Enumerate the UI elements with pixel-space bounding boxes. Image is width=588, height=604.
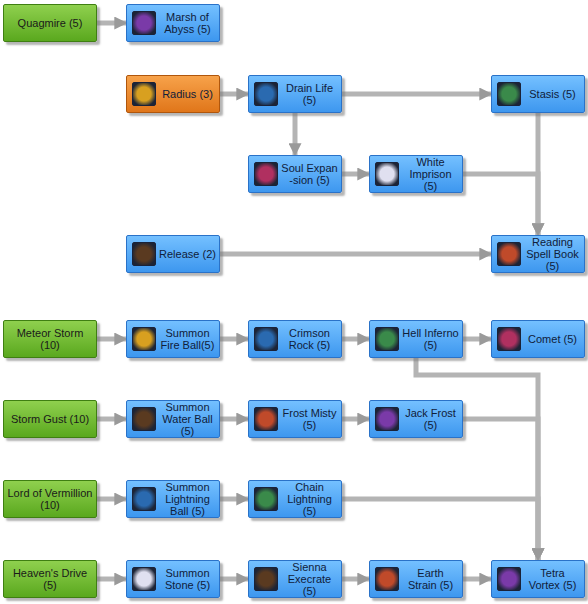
prerequisite-arrow [463, 419, 538, 560]
skill-name: Radius (3) [156, 88, 219, 100]
prerequisite-arrow [342, 92, 491, 97]
skill-name: Jack Frost (5) [399, 407, 462, 431]
prerequisite-arrow [342, 417, 369, 422]
base-skill-box: Radius (3) [126, 75, 220, 113]
prerequisite-arrow [220, 92, 248, 97]
skill-name: Frost Misty (5) [278, 407, 341, 431]
skill-name: Stasis (5) [521, 88, 584, 100]
prerequisite-arrow [97, 497, 126, 502]
skill-name: Reading Spell Book (5) [521, 236, 584, 272]
skill-box: Jack Frost (5) [369, 400, 463, 438]
prerequisite-arrow [416, 358, 538, 560]
skill-icon [132, 82, 156, 106]
prerequisite-arrow [97, 21, 126, 26]
skill-icon [254, 567, 278, 591]
job-skill-box: Heaven's Drive (5) [3, 560, 97, 598]
skill-name: Quagmire (5) [4, 17, 96, 29]
prerequisite-arrow [97, 577, 126, 582]
skill-name: Summon Lightning Ball (5) [156, 481, 219, 517]
skill-box: Crimson Rock (5) [248, 320, 342, 358]
prerequisite-arrow [220, 337, 248, 342]
skill-name: Tetra Vortex (5) [521, 567, 584, 591]
prerequisite-arrow [342, 172, 369, 177]
skill-box: Earth Strain (5) [369, 560, 463, 598]
skill-icon [254, 82, 278, 106]
prerequisite-arrow [220, 417, 248, 422]
skill-name: Release (2) [156, 248, 219, 260]
job-skill-box: Lord of Vermillion (10) [3, 480, 97, 518]
skill-name: Summon Water Ball (5) [156, 401, 219, 437]
skill-icon [254, 487, 278, 511]
skill-name: Sienna Execrate (5) [278, 561, 341, 597]
job-skill-box: Quagmire (5) [3, 4, 97, 42]
prerequisite-arrow [220, 252, 491, 257]
prerequisite-arrow [293, 113, 298, 155]
skill-box: Chain Lightning (5) [248, 480, 342, 518]
skill-box: Soul Expan -sion (5) [248, 155, 342, 193]
prerequisite-arrow [463, 174, 538, 235]
skill-box: Tetra Vortex (5) [491, 560, 585, 598]
skill-box: Drain Life (5) [248, 75, 342, 113]
skill-icon [132, 327, 156, 351]
skill-box: Reading Spell Book (5) [491, 235, 585, 273]
skill-name: Comet (5) [521, 333, 584, 345]
skill-name: Crimson Rock (5) [278, 327, 341, 351]
skill-name: Hell Inferno (5) [399, 327, 462, 351]
prerequisite-arrow [97, 337, 126, 342]
prerequisite-arrow [342, 337, 369, 342]
skill-icon [132, 242, 156, 266]
skill-box: Summon Water Ball (5) [126, 400, 220, 438]
skill-name: Marsh of Abyss (5) [156, 11, 219, 35]
skill-box: Summon Lightning Ball (5) [126, 480, 220, 518]
skill-box: Sienna Execrate (5) [248, 560, 342, 598]
skill-icon [497, 567, 521, 591]
job-skill-box: Meteor Storm (10) [3, 320, 97, 358]
skill-box: Frost Misty (5) [248, 400, 342, 438]
skill-box: Hell Inferno (5) [369, 320, 463, 358]
skill-box: Release (2) [126, 235, 220, 273]
skill-name: Chain Lightning (5) [278, 481, 341, 517]
skill-name: Meteor Storm (10) [4, 327, 96, 351]
skill-icon [132, 407, 156, 431]
skill-icon [375, 162, 399, 186]
skill-name: Drain Life (5) [278, 82, 341, 106]
skill-icon [132, 11, 156, 35]
skill-box: Summon Stone (5) [126, 560, 220, 598]
prerequisite-arrow [97, 417, 126, 422]
job-skill-box: Storm Gust (10) [3, 400, 97, 438]
skill-icon [497, 242, 521, 266]
skill-name: Storm Gust (10) [4, 413, 96, 425]
skill-name: Earth Strain (5) [399, 567, 462, 591]
skill-box: Comet (5) [491, 320, 585, 358]
prerequisite-arrow [342, 577, 369, 582]
skill-icon [254, 162, 278, 186]
skill-box: Marsh of Abyss (5) [126, 4, 220, 42]
skill-box: White Imprison (5) [369, 155, 463, 193]
skill-box: Stasis (5) [491, 75, 585, 113]
skill-icon [254, 407, 278, 431]
skill-icon [375, 407, 399, 431]
prerequisite-arrow [536, 113, 541, 235]
prerequisite-arrow [220, 577, 248, 582]
skill-name: Soul Expan -sion (5) [278, 162, 341, 186]
skill-name: Heaven's Drive (5) [4, 567, 96, 591]
prerequisite-arrow [463, 577, 491, 582]
skill-name: Summon Stone (5) [156, 567, 219, 591]
skill-name: Lord of Vermillion (10) [4, 487, 96, 511]
skill-box: Summon Fire Ball(5) [126, 320, 220, 358]
prerequisite-arrow [342, 499, 538, 560]
skill-icon [375, 327, 399, 351]
skill-icon [375, 567, 399, 591]
skill-icon [497, 327, 521, 351]
prerequisite-arrow [463, 337, 491, 342]
skill-icon [132, 487, 156, 511]
skill-icon [132, 567, 156, 591]
skill-name: Summon Fire Ball(5) [156, 327, 219, 351]
skill-icon [254, 327, 278, 351]
skill-name: White Imprison (5) [399, 156, 462, 192]
skill-icon [497, 82, 521, 106]
prerequisite-arrow [220, 497, 248, 502]
